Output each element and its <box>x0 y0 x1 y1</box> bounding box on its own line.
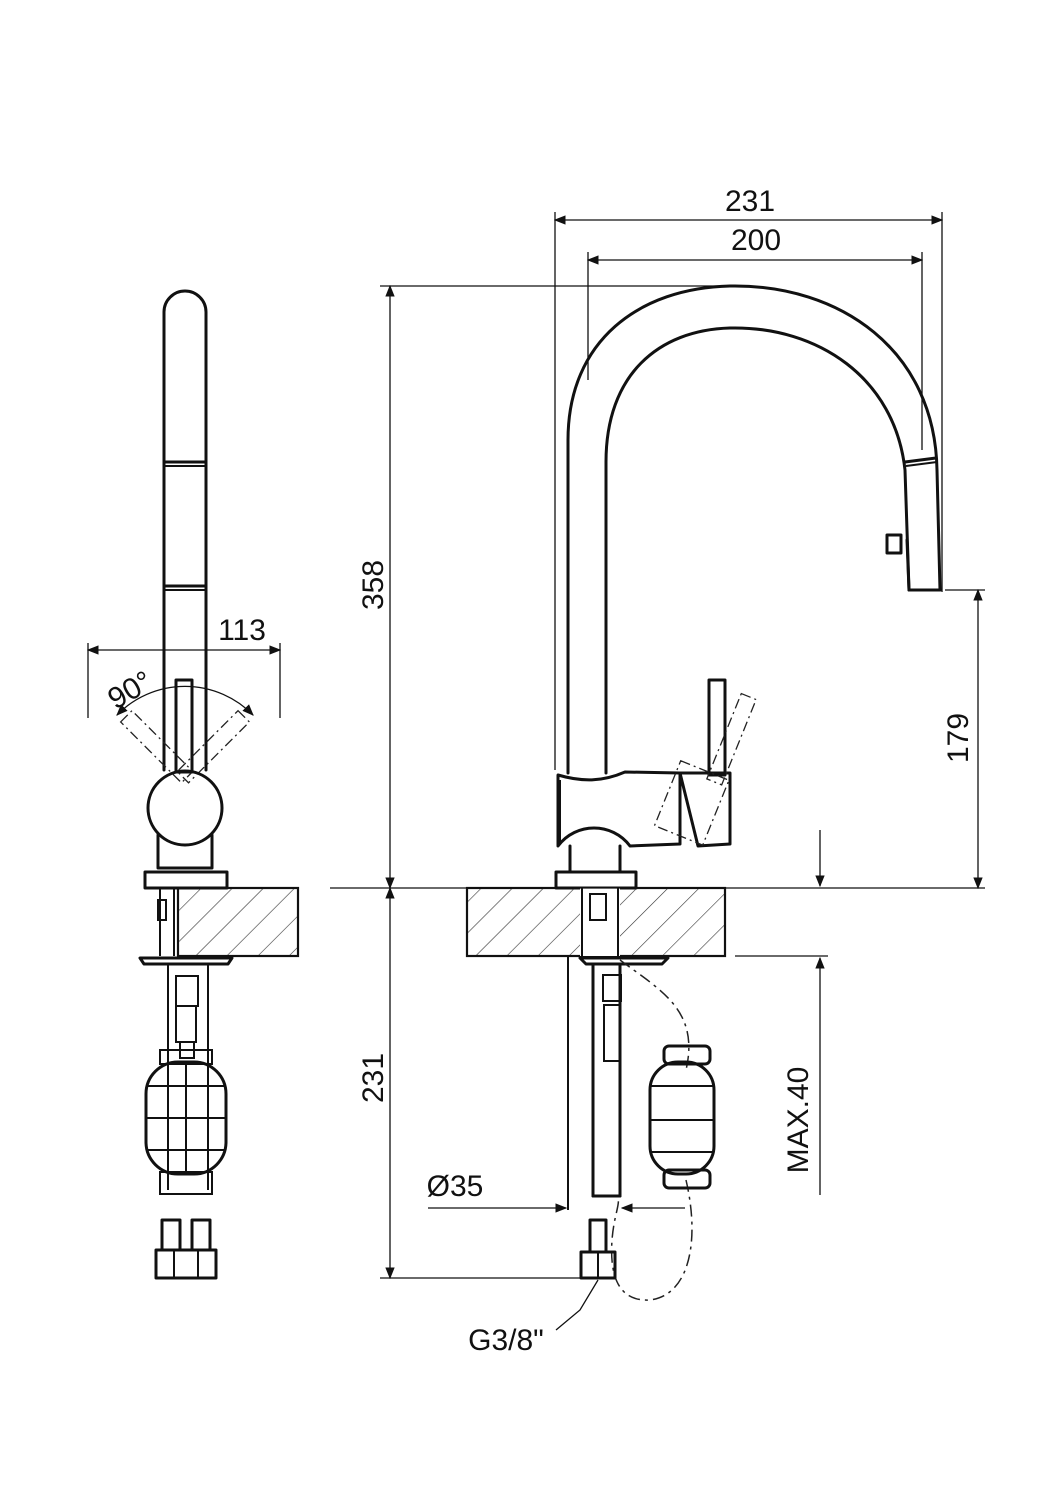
hole-diameter-label: Ø35 <box>427 1170 484 1203</box>
side-view-body <box>146 769 224 847</box>
side-view-lever <box>174 678 194 774</box>
total-width-label: 231 <box>725 185 775 218</box>
spout-reach-dimension: 200 <box>586 224 924 450</box>
front-view-connector <box>588 1218 608 1254</box>
front-view: 231 200 358 179 231 <box>330 185 985 1357</box>
total-height-label: 358 <box>357 560 390 610</box>
outlet-height-label: 179 <box>942 713 975 763</box>
front-view-lever <box>707 678 727 777</box>
rotation-angle-label: 90° <box>102 665 158 716</box>
total-width-dimension: 231 <box>553 185 944 770</box>
side-view-connectors <box>160 1218 182 1252</box>
below-counter-dimension: 231 <box>357 886 600 1280</box>
side-offset-dimension: 113 <box>86 614 282 718</box>
below-counter-label: 231 <box>357 1053 390 1103</box>
side-view-base <box>143 870 229 890</box>
rotation-angle-dimension: 90° <box>102 665 254 716</box>
side-offset-label: 113 <box>218 614 266 647</box>
connection-thread-callout: G3/8" <box>468 1279 599 1357</box>
connection-thread-label: G3/8" <box>468 1324 544 1357</box>
front-view-weight <box>648 1060 716 1176</box>
front-view-body <box>556 770 682 848</box>
spout-reach-label: 200 <box>731 224 781 257</box>
front-view-hose-path <box>610 959 693 1301</box>
max-counter-thickness-label: MAX.40 <box>782 1067 815 1174</box>
outlet-height-dimension: 179 <box>942 588 985 890</box>
front-view-spray-button <box>885 533 903 555</box>
side-view-countertop <box>176 886 300 958</box>
hole-diameter-dimension: Ø35 <box>427 1170 685 1213</box>
front-view-base <box>554 870 638 890</box>
front-view-spout <box>566 284 942 775</box>
side-view: 113 90° <box>86 289 300 1280</box>
max-counter-thickness-dimension: MAX.40 <box>735 830 828 1195</box>
total-height-dimension: 358 <box>357 284 720 890</box>
side-view-spout <box>162 289 208 772</box>
